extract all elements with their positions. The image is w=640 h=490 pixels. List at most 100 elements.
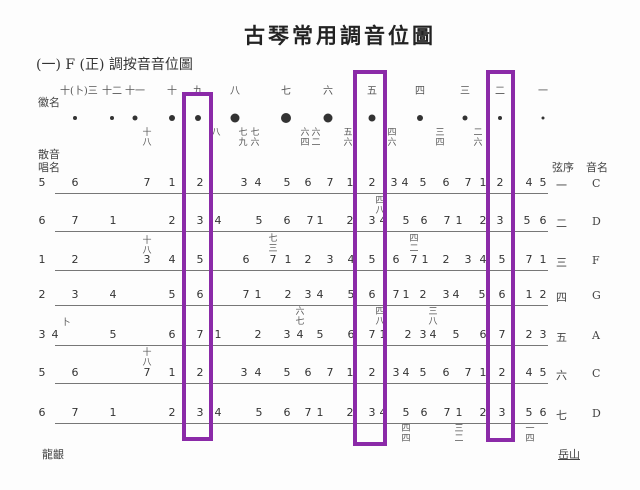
hui-label: 十二 xyxy=(102,86,122,97)
note-3-12: 5 xyxy=(368,253,376,266)
note-4-2: 3 xyxy=(71,288,79,301)
note-3-1: 1 xyxy=(38,253,46,266)
note-1-19: 2 xyxy=(496,176,504,189)
note-1-1: 5 xyxy=(38,176,46,189)
annotation: 十八 xyxy=(142,348,152,368)
note-7-12: 3 xyxy=(368,406,376,419)
note-3-21: 1 xyxy=(539,253,547,266)
note-2-4: 2 xyxy=(168,214,176,227)
note-2-6: 4 xyxy=(214,214,222,227)
hui-label: 六 xyxy=(323,86,333,97)
note-4-3: 4 xyxy=(109,288,117,301)
note-6-16: 6 xyxy=(442,366,450,379)
note-1-3: 7 xyxy=(143,176,151,189)
hui-dot-marker xyxy=(110,116,114,120)
longyin-label: 龍齦 xyxy=(42,448,64,461)
string-line xyxy=(55,231,548,232)
note-2-8: 6 xyxy=(283,214,291,227)
note-6-8: 5 xyxy=(283,366,291,379)
note-1-4: 1 xyxy=(168,176,176,189)
highlight-box-hui-5 xyxy=(353,70,387,446)
note-5-1: 3 xyxy=(38,328,46,341)
note-7-17: 1 xyxy=(455,406,463,419)
note-1-16: 6 xyxy=(442,176,450,189)
hui-fraction-label: 二六 xyxy=(473,128,483,148)
note-1-18: 1 xyxy=(479,176,487,189)
note-7-8: 6 xyxy=(283,406,291,419)
note-2-10: 1 xyxy=(316,214,324,227)
annotation: 七三 xyxy=(268,234,278,254)
annotation: 六七 xyxy=(295,307,305,327)
note-2-21: 6 xyxy=(539,214,547,227)
hui-fraction-label: 六四 xyxy=(300,128,310,148)
hui-dot-marker xyxy=(169,115,175,121)
pitch-name-7: D xyxy=(592,407,601,420)
string-line xyxy=(55,345,548,346)
string-order-3: 三 xyxy=(556,256,567,269)
note-6-19: 2 xyxy=(498,366,506,379)
page-title: 古琴常用調音位圖 xyxy=(244,23,436,48)
annotation: 三八 xyxy=(428,307,438,327)
note-1-10: 7 xyxy=(326,176,334,189)
highlight-box-hui-9 xyxy=(182,92,213,441)
hui-dot-marker xyxy=(195,115,201,121)
note-1-11: 1 xyxy=(346,176,354,189)
note-6-15: 5 xyxy=(419,366,427,379)
pitch-name-4: G xyxy=(592,289,601,302)
note-6-1: 5 xyxy=(38,366,46,379)
note-1-12: 2 xyxy=(368,176,376,189)
hui-dot-marker xyxy=(281,113,291,123)
note-1-20: 4 xyxy=(525,176,533,189)
note-7-14: 5 xyxy=(402,406,410,419)
annotation: 四二 xyxy=(409,234,419,254)
string-line xyxy=(55,270,548,271)
note-7-7: 5 xyxy=(255,406,263,419)
note-6-9: 6 xyxy=(304,366,312,379)
note-3-19: 5 xyxy=(498,253,506,266)
note-1-2: 6 xyxy=(71,176,79,189)
note-4-1: 2 xyxy=(38,288,46,301)
note-1-9: 6 xyxy=(304,176,312,189)
annotation: 四八 xyxy=(375,307,385,327)
annotation: 四四 xyxy=(401,424,411,444)
note-4-15: 2 xyxy=(419,288,427,301)
open-string-label: 散音 xyxy=(38,148,60,161)
note-4-13: 7 xyxy=(392,288,400,301)
note-5-18: 6 xyxy=(479,328,487,341)
hui-dot-marker xyxy=(230,113,240,123)
note-3-14: 7 xyxy=(410,253,418,266)
note-4-5: 6 xyxy=(196,288,204,301)
note-5-12: 7 xyxy=(368,328,376,341)
note-2-15: 6 xyxy=(420,214,428,227)
hui-dot-marker xyxy=(132,115,138,121)
hui-fraction-label: 十八 xyxy=(142,128,152,148)
hui-label: 十 xyxy=(167,86,177,97)
note-7-16: 7 xyxy=(443,406,451,419)
note-3-6: 6 xyxy=(242,253,250,266)
string-line xyxy=(55,305,548,306)
note-1-17: 7 xyxy=(464,176,472,189)
note-7-10: 1 xyxy=(316,406,324,419)
note-6-4: 1 xyxy=(168,366,176,379)
hui-name-label: 徽名 xyxy=(38,96,60,109)
hui-label: 一 xyxy=(538,86,548,97)
note-2-9: 7 xyxy=(306,214,314,227)
note-6-21: 5 xyxy=(539,366,547,379)
note-7-9: 7 xyxy=(304,406,312,419)
note-5-15: 3 xyxy=(419,328,427,341)
pitch-name-6: C xyxy=(592,367,601,380)
note-1-8: 5 xyxy=(283,176,291,189)
hui-label: 九 xyxy=(193,86,203,97)
hui-label: 十一 xyxy=(125,86,145,97)
note-4-20: 1 xyxy=(525,288,533,301)
note-3-8: 1 xyxy=(284,253,292,266)
note-4-6: 7 xyxy=(242,288,250,301)
note-1-6: 3 xyxy=(240,176,248,189)
note-4-11: 5 xyxy=(347,288,355,301)
note-5-7: 2 xyxy=(254,328,262,341)
hui-fraction-label: 六二 xyxy=(311,128,321,148)
chart-subtitle: (一) F (正) 調按音音位圖 xyxy=(36,57,193,73)
note-2-3: 1 xyxy=(109,214,117,227)
note-7-18: 2 xyxy=(479,406,487,419)
note-6-3: 7 xyxy=(143,366,151,379)
